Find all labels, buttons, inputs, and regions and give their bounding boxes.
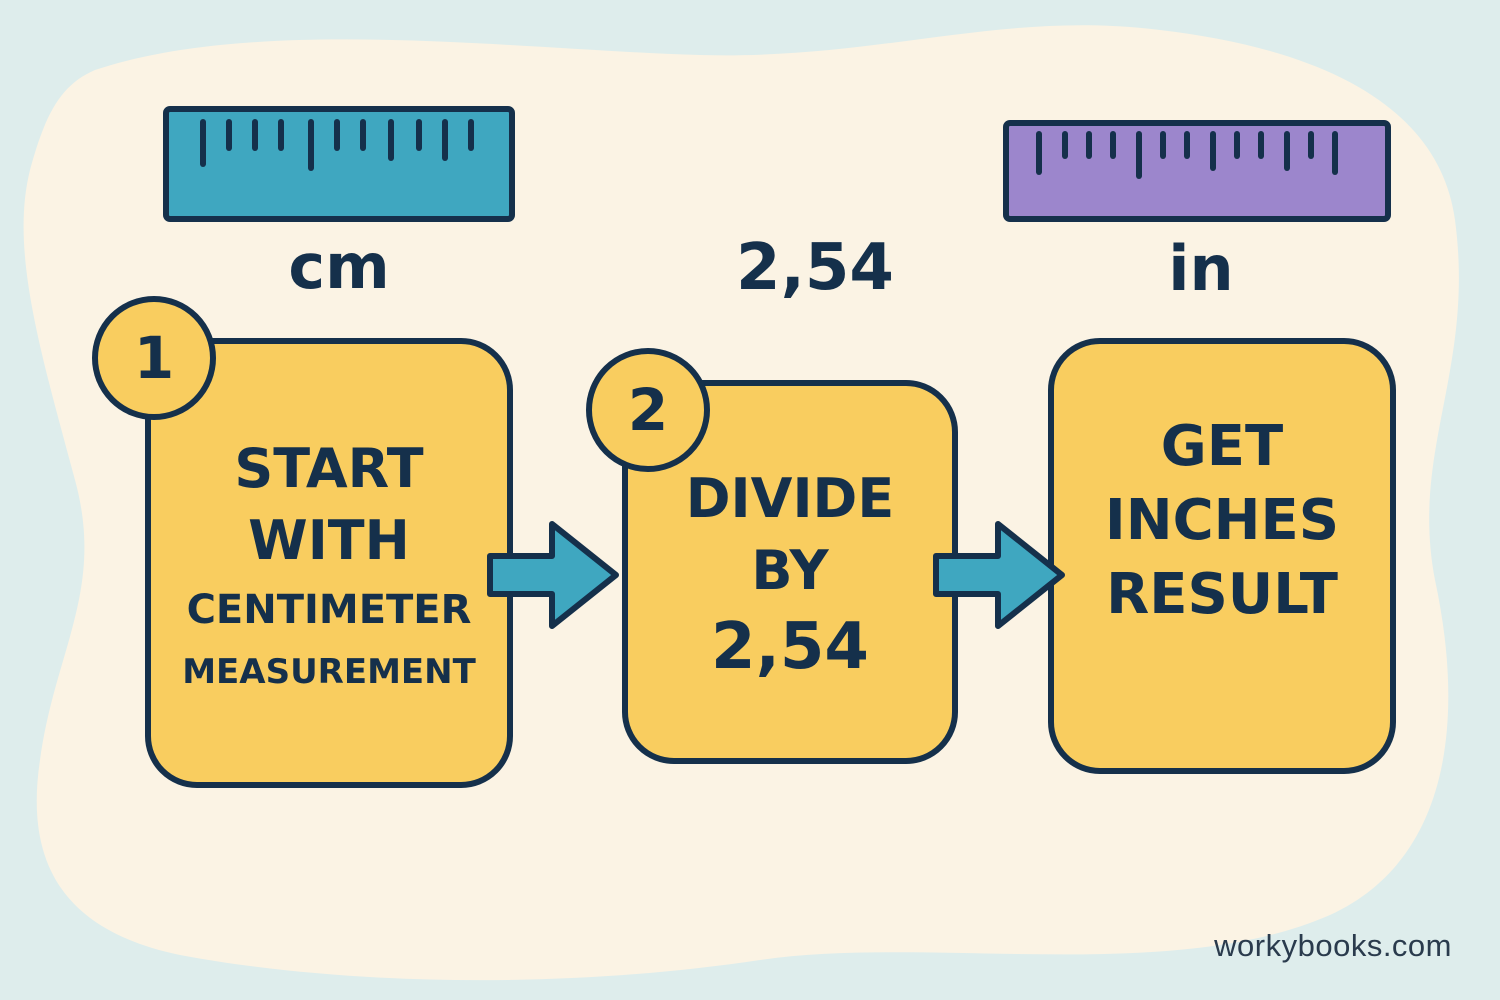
step-1-line-4: MEASUREMENT [182, 652, 476, 692]
conversion-factor-label: 2,54 [736, 231, 894, 305]
ruler-icon-in [1003, 120, 1391, 222]
arrow-right-icon-1 [487, 521, 619, 629]
step-badge-2: 2 [586, 348, 710, 472]
step-1-line-2: WITH [248, 509, 410, 572]
step-1-line-1: START [234, 437, 424, 500]
unit-label-cm: cm [288, 230, 390, 303]
step-3-line-1: GET [1160, 414, 1284, 479]
unit-label-in: in [1168, 232, 1234, 305]
step-card-divide: DIVIDE BY 2,54 [622, 380, 958, 764]
step-card-result: GET INCHES RESULT [1048, 338, 1396, 774]
ruler-icon-cm [163, 106, 515, 222]
step-3-line-3: RESULT [1106, 562, 1338, 627]
arrow-right-icon-2 [933, 521, 1065, 629]
step-2-line-2: BY [751, 539, 829, 602]
watermark: workybooks.com [1214, 928, 1452, 963]
step-1-line-3: CENTIMETER [186, 587, 472, 633]
step-badge-1: 1 [92, 296, 216, 420]
step-3-line-2: INCHES [1104, 488, 1340, 553]
step-2-line-3: 2,54 [711, 610, 869, 684]
step-2-line-1: DIVIDE [685, 467, 895, 530]
step-card-start: START WITH CENTIMETER MEASUREMENT [145, 338, 513, 788]
